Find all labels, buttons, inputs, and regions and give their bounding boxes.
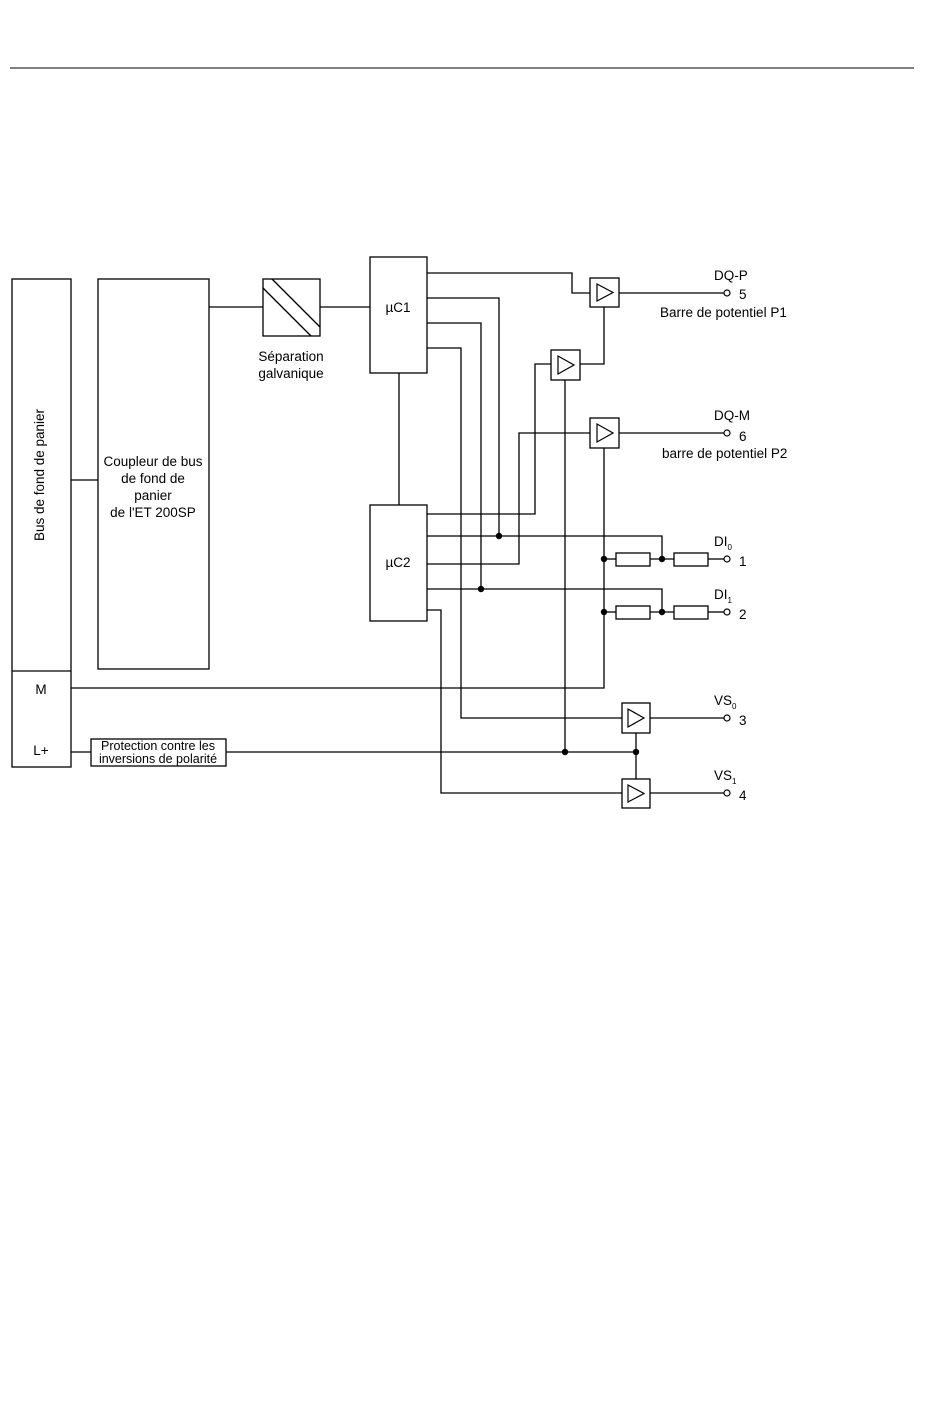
di0-number: 1 xyxy=(739,554,747,569)
uc2-label: µC2 xyxy=(385,555,410,570)
separation-line-2: galvanique xyxy=(258,366,323,381)
vs0-number: 3 xyxy=(739,713,747,728)
protection-line-1: Protection contre les xyxy=(101,739,215,753)
middle-driver xyxy=(551,350,580,380)
separation-line-1: Séparation xyxy=(258,349,323,364)
terminal-3 xyxy=(724,715,730,721)
backplane-bus-label: Bus de fond de panier xyxy=(32,408,47,541)
di1-number: 2 xyxy=(739,607,747,622)
vs1-driver xyxy=(622,779,650,808)
di0-output: DI0 1 xyxy=(714,534,747,569)
vs1-output: VS1 4 xyxy=(714,768,747,803)
dqp-driver xyxy=(590,278,619,307)
di0-name: DI0 xyxy=(714,534,733,552)
coupler-line-1: Coupleur de bus xyxy=(103,454,202,469)
uc1-block: µC1 xyxy=(370,257,427,373)
dqm-desc: barre de potentiel P2 xyxy=(662,446,787,461)
protection-line-2: inversions de polarité xyxy=(99,752,217,766)
di1-output: DI1 2 xyxy=(714,587,747,622)
terminal-2 xyxy=(724,609,730,615)
vs0-output: VS0 3 xyxy=(714,693,747,728)
terminal-6 xyxy=(724,430,730,436)
dqm-driver xyxy=(590,418,619,448)
uc1-label: µC1 xyxy=(385,300,410,315)
dqm-name: DQ-M xyxy=(714,408,750,423)
terminal-5 xyxy=(724,290,730,296)
polarity-protection-block: Protection contre les inversions de pola… xyxy=(91,739,226,766)
di1-name: DI1 xyxy=(714,587,733,605)
lplus-label: L+ xyxy=(33,743,49,758)
dqp-output: DQ-P 5 Barre de potentiel P1 xyxy=(660,268,787,320)
coupler-line-4: de l'ET 200SP xyxy=(110,505,196,520)
dqm-number: 6 xyxy=(739,429,747,444)
dqp-desc: Barre de potentiel P1 xyxy=(660,305,787,320)
coupler-line-3: panier xyxy=(134,488,172,503)
m-label: M xyxy=(35,682,46,697)
dqp-number: 5 xyxy=(739,287,747,302)
vs0-name: VS0 xyxy=(714,693,737,711)
vs1-name: VS1 xyxy=(714,768,737,786)
coupler-line-2: de fond de xyxy=(121,471,185,486)
terminal-1 xyxy=(724,556,730,562)
backplane-bus-block: Bus de fond de panier M L+ xyxy=(12,279,71,767)
bus-coupler-block: Coupleur de bus de fond de panier de l'E… xyxy=(98,279,209,669)
dqp-name: DQ-P xyxy=(714,268,748,283)
uc2-block: µC2 xyxy=(370,505,427,621)
vs0-driver xyxy=(622,703,650,733)
vs1-number: 4 xyxy=(739,788,747,803)
galvanic-separation-block: Séparation galvanique xyxy=(258,279,323,381)
terminal-4 xyxy=(724,790,730,796)
